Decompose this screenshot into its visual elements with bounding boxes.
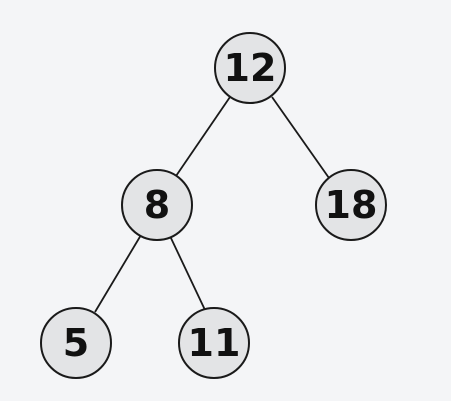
node-18-circle	[315, 169, 387, 241]
node-12: 12	[214, 32, 286, 104]
edges	[94, 96, 330, 313]
edge-12-to-8	[175, 96, 231, 177]
node-12-circle	[214, 32, 286, 104]
node-8: 8	[121, 169, 193, 241]
node-11: 11	[178, 307, 250, 379]
node-8-circle	[121, 169, 193, 241]
edge-12-to-18	[271, 96, 330, 179]
node-11-circle	[178, 307, 250, 379]
edge-8-to-11	[169, 235, 206, 311]
edge-8-to-5	[94, 234, 142, 313]
node-8-label: 8	[144, 183, 170, 227]
node-11-label: 11	[188, 321, 241, 365]
node-18: 18	[315, 169, 387, 241]
node-5-circle	[40, 307, 112, 379]
node-5: 5	[40, 307, 112, 379]
node-5-label: 5	[63, 321, 89, 365]
node-18-label: 18	[325, 183, 378, 227]
node-12-label: 12	[224, 46, 277, 90]
